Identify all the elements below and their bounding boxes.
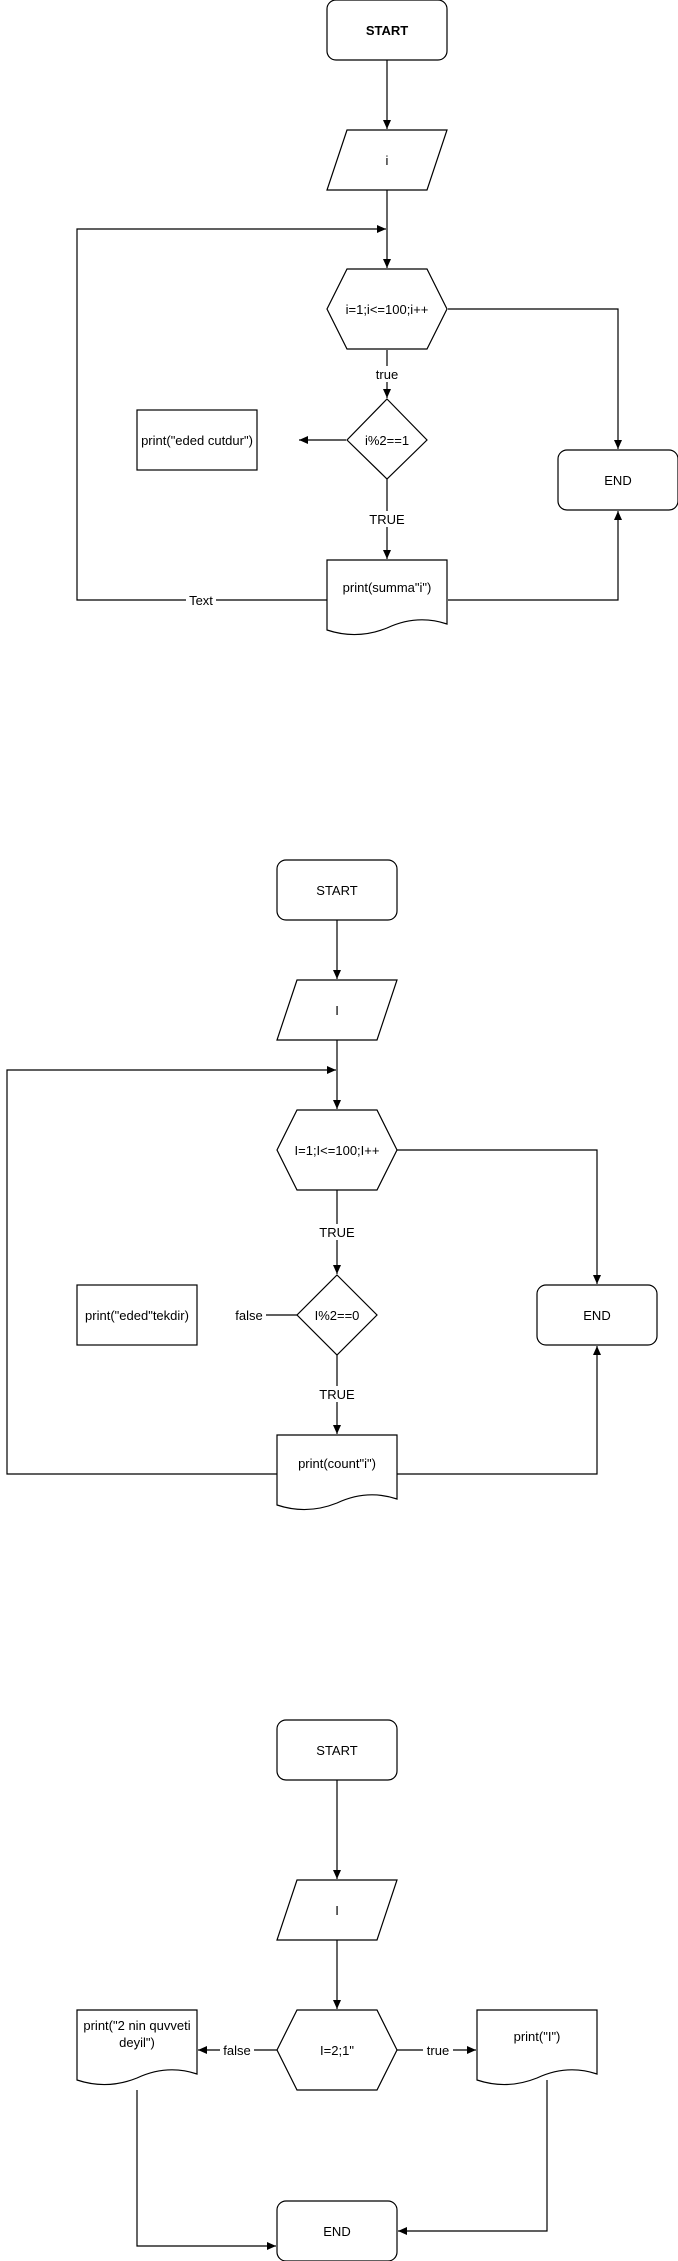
false-output-node-2-label: print("eded"tekdir)	[85, 1308, 189, 1323]
start-node-2-label: START	[316, 883, 357, 898]
true-output-node-3	[476, 2009, 598, 2086]
loop-node-1	[326, 268, 448, 350]
condition-node-2	[296, 1274, 378, 1356]
doc-output-node-2-label: print(count"i")	[298, 1456, 376, 1471]
edge-label-false-2: false	[235, 1308, 262, 1323]
edge-doc-end-1	[448, 511, 622, 601]
diagram-1: START i i=1;i<=100;i++ i%2==1 print("ede…	[76, 0, 678, 636]
input-node-2-label: I	[335, 1003, 339, 1018]
doc-output-node-1-label: print(summa"i")	[343, 580, 432, 595]
start-node-3	[276, 1719, 398, 1781]
loop-node-2	[276, 1109, 398, 1191]
input-node-3-label: I	[335, 1903, 339, 1918]
false-output-node-3-label-2: deyil")	[119, 2035, 155, 2050]
input-node-1	[326, 129, 448, 191]
start-node-1-label: START	[366, 23, 408, 38]
end-node-3-label: END	[323, 2224, 350, 2239]
edge-loop-end-1	[448, 308, 622, 449]
edge-false-end-3	[136, 2090, 276, 2250]
edge-doc-back-loop-2	[6, 1066, 336, 1475]
condition-node-1	[346, 398, 428, 480]
doc-output-node-1	[326, 559, 448, 636]
end-node-2	[536, 1284, 658, 1346]
edge-label-true-2a: TRUE	[319, 1225, 355, 1240]
input-node-3	[276, 1879, 398, 1941]
decision-node-3	[276, 2009, 398, 2091]
edge-label-back-1: Text	[189, 593, 213, 608]
false-output-node-1-label: print("eded cutdur")	[141, 433, 253, 448]
end-node-2-label: END	[583, 1308, 610, 1323]
input-node-2	[276, 979, 398, 1041]
false-output-node-1	[136, 409, 258, 471]
end-node-1	[557, 449, 678, 511]
diagram-3: START I I=2;1" print("2 nin quvveti deyi…	[76, 1719, 598, 2261]
edge-label-true-1a: true	[376, 367, 398, 382]
input-node-1-label: i	[386, 153, 389, 168]
start-node-1	[326, 0, 448, 61]
start-node-3-label: START	[316, 1743, 357, 1758]
end-node-3	[276, 2200, 398, 2261]
decision-node-3-label: I=2;1"	[320, 2043, 354, 2058]
false-output-node-3-label-1: print("2 nin quvveti	[83, 2018, 190, 2033]
diagram-2: START I I=1;I<=100;I++ I%2==0 print("ede…	[6, 859, 658, 1511]
condition-node-1-label: i%2==1	[365, 433, 409, 448]
start-node-2	[276, 859, 398, 921]
condition-node-2-label: I%2==0	[315, 1308, 360, 1323]
edge-label-true-1b: TRUE	[369, 512, 405, 527]
false-output-node-2	[76, 1284, 198, 1346]
false-output-node-3	[76, 2009, 198, 2086]
edge-label-true-3: true	[427, 2043, 449, 2058]
doc-output-node-2	[276, 1434, 398, 1511]
loop-node-2-label: I=1;I<=100;I++	[295, 1143, 380, 1158]
edge-loop-end-2	[397, 1149, 601, 1284]
edge-doc-end-2	[397, 1346, 601, 1475]
edge-label-true-2b: TRUE	[319, 1387, 355, 1402]
loop-node-1-label: i=1;i<=100;i++	[346, 302, 429, 317]
edge-true-end-3	[398, 2080, 548, 2235]
true-output-node-3-label: print("I")	[514, 2029, 561, 2044]
edge-label-false-3: false	[223, 2043, 250, 2058]
end-node-1-label: END	[604, 473, 631, 488]
